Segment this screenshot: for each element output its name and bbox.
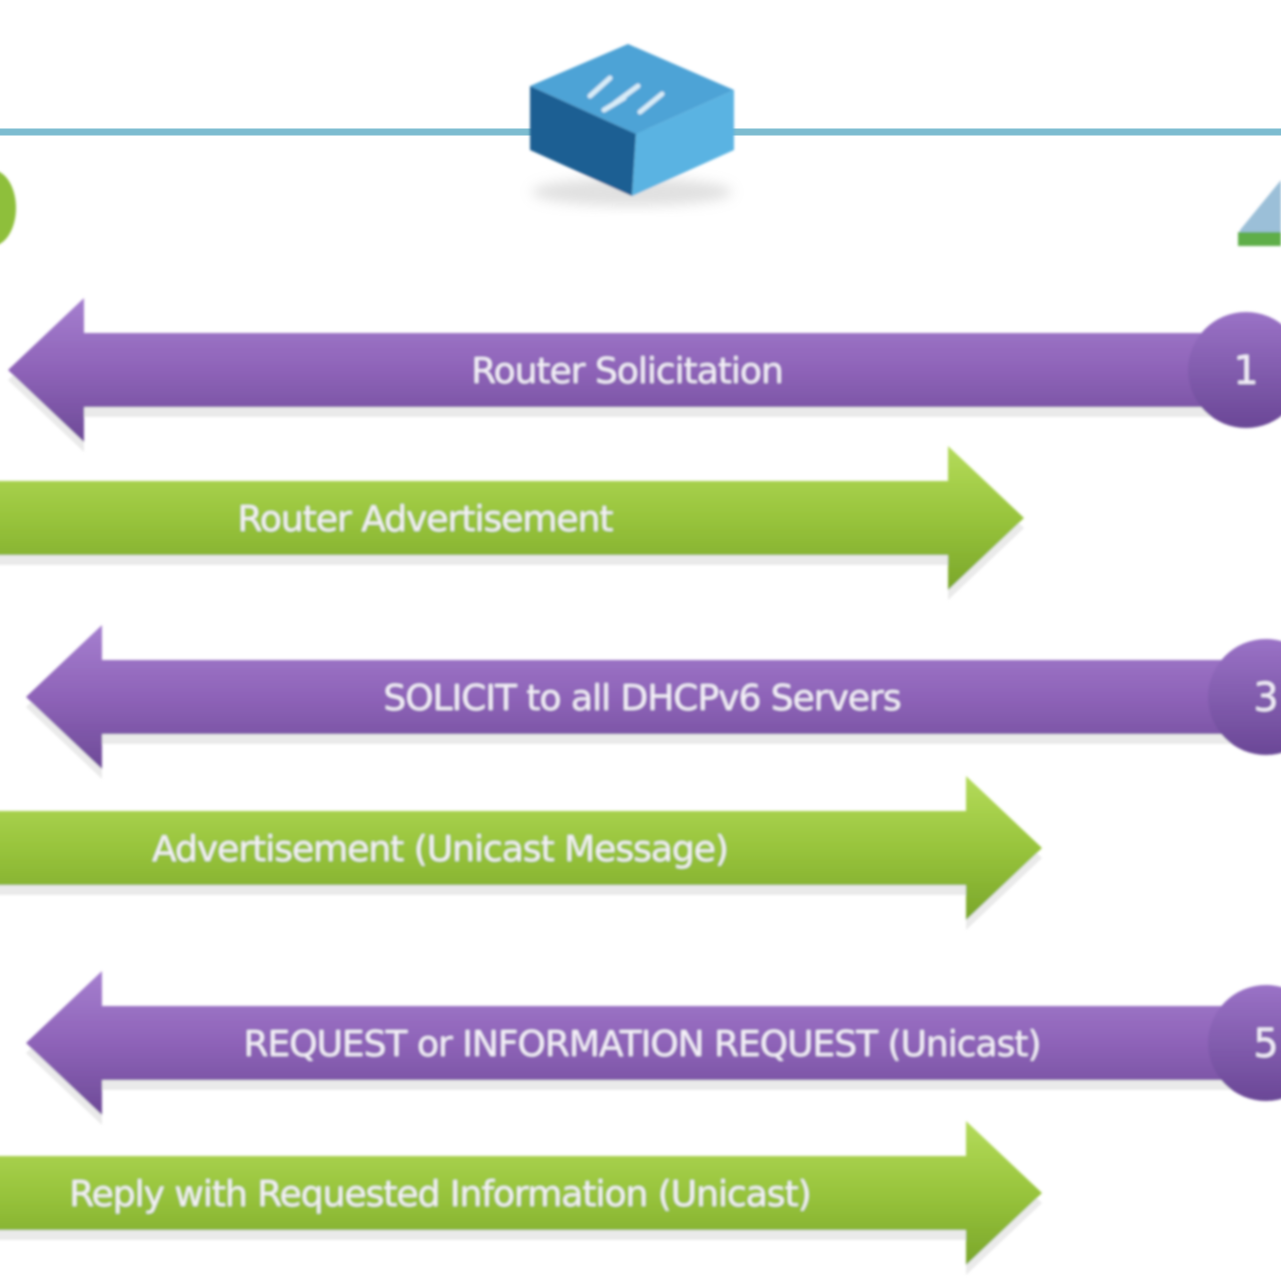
step-number: 5 bbox=[1253, 1021, 1278, 1067]
message-arrow-body bbox=[0, 776, 1042, 920]
message-arrow-4: Advertisement (Unicast Message) bbox=[0, 776, 1042, 930]
step-badge bbox=[1208, 639, 1281, 755]
message-arrow-body bbox=[8, 298, 1260, 442]
server-node-icon bbox=[1238, 180, 1281, 246]
message-label: REQUEST or INFORMATION REQUEST (Unicast) bbox=[243, 1024, 1040, 1065]
message-arrow-body bbox=[0, 446, 1024, 590]
step-number: 3 bbox=[1253, 675, 1278, 721]
client-node-icon bbox=[0, 172, 16, 244]
step-number: 1 bbox=[1233, 348, 1258, 394]
message-label: Reply with Requested Information (Unicas… bbox=[69, 1174, 810, 1215]
message-arrow-6: Reply with Requested Information (Unicas… bbox=[0, 1121, 1042, 1275]
message-arrow-body bbox=[26, 971, 1270, 1115]
message-label: Router Advertisement bbox=[237, 499, 613, 540]
message-arrow-5: REQUEST or INFORMATION REQUEST (Unicast)… bbox=[26, 971, 1281, 1125]
network-switch-icon bbox=[530, 44, 734, 206]
message-label: SOLICIT to all DHCPv6 Servers bbox=[383, 678, 900, 719]
message-arrow-body bbox=[0, 1121, 1042, 1265]
message-arrow-body bbox=[26, 625, 1270, 769]
message-label: Router Solicitation bbox=[471, 351, 783, 392]
message-label: Advertisement (Unicast Message) bbox=[152, 829, 728, 870]
step-badge bbox=[1188, 312, 1281, 428]
message-arrow-3: SOLICIT to all DHCPv6 Servers 3 bbox=[26, 625, 1281, 779]
message-arrow-2: Router Advertisement bbox=[0, 446, 1024, 600]
message-arrow-1: Router Solicitation 1 bbox=[8, 298, 1281, 452]
step-badge bbox=[1208, 985, 1281, 1101]
